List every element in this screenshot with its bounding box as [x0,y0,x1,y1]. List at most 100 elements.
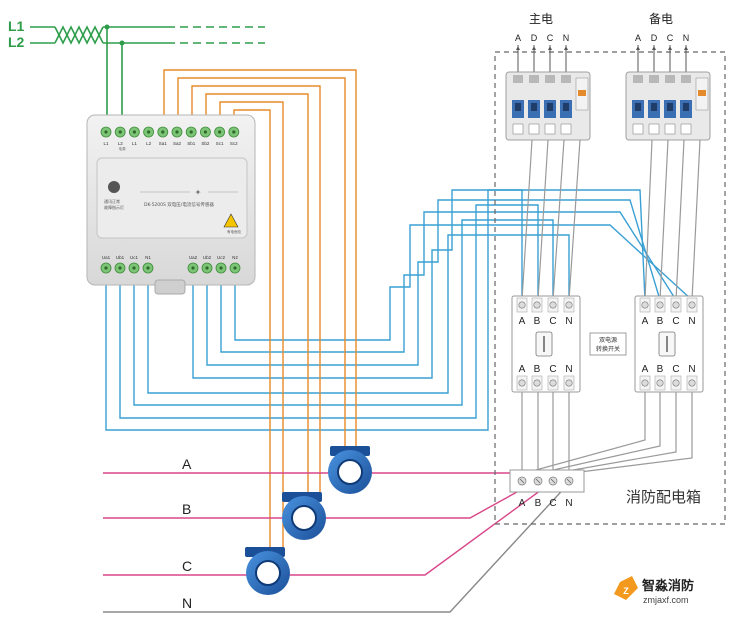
power-group-label: 电源 [119,146,126,151]
ats-top-label: B [534,316,541,327]
phase-lines [103,472,571,613]
watermark: Z 智淼消防 zmjaxf.com [614,576,694,605]
sensor-top-terminal: L2 [143,126,155,146]
ats-top-label: N [565,316,572,327]
sensor-bottom-terminal: Ua1 [100,255,112,274]
sensor-top-terminals: L1 L2 L1 L2 Sa1 Sa2 Sb1 Sb2 Sc1 Sc2 [100,126,240,146]
ats-top-label: C [672,316,679,327]
ats-label-box [589,332,627,356]
sensor-bottom-terminal-label: Ub1 [116,255,125,260]
supply-lines: L1 L2 [8,18,265,128]
backup-breaker-label: 备电 [649,12,673,26]
busbar-label: B [535,498,542,509]
ats-bottom-label: N [688,364,695,375]
current-transformer-c [245,547,290,595]
busbar-label: A [519,498,526,509]
sensor-top-terminal: Sc2 [228,126,240,146]
ats-bottom-label: C [672,364,679,375]
sensor-top-terminal: Sb1 [185,126,197,146]
sensor-top-terminal-label: Sa1 [159,141,168,146]
ats-top-label: A [642,316,649,327]
sensor-bottom-terminal-label: Uc1 [130,255,138,260]
l2-label: L2 [8,34,25,50]
breaker-terminal-label: A [635,33,641,43]
panel-text-1: 通讯正常 [104,198,120,204]
ats-bottom-label: C [549,364,556,375]
sensor-bottom-terminal-label: N1 [145,255,151,260]
sensor-top-terminal-label: Sb1 [187,141,196,146]
main-breaker-label: 主电 [529,12,553,26]
breaker-terminal-label: N [563,33,570,43]
busbar-label: N [565,498,572,509]
sensor-bottom-terminal: Uc1 [128,255,140,274]
status-led-icon [108,181,120,193]
box-title: 消防配电箱 [626,488,701,506]
ats-top-label: B [657,316,664,327]
warning-icon [223,213,239,228]
breaker-output-wires [521,139,701,301]
ats-bottom-label: B [657,364,664,375]
sensor-bottom-terminal-label: Uc2 [217,255,225,260]
sensor-top-terminal-label: Sc2 [230,141,238,146]
ats-top-label: A [519,316,526,327]
ats-bottom-label: B [534,364,541,375]
ats-bottom-label: N [565,364,572,375]
sensor-top-terminal-label: L2 [146,141,152,146]
sensor-top-terminal-label: Sc1 [216,141,224,146]
sensor-top-terminal: Sa1 [157,126,169,146]
breaker-terminal-label: A [515,33,521,43]
test-button-icon [578,90,586,96]
breaker-terminal-label: N [683,33,690,43]
ats-top-label: C [549,316,556,327]
voltage-wires [105,189,693,431]
phase-a-label: A [182,456,192,472]
warning-text: 有电危险 [227,229,241,234]
l1-label: L1 [8,18,25,34]
sensor-bottom-terminal-label: Ub2 [203,255,212,260]
phase-c-label: C [182,558,192,574]
sensor-top-terminal-label: Sa2 [173,141,182,146]
breaker-terminal-label: D [531,33,538,43]
sensor-bottom-terminal: N2 [229,255,241,274]
sensor-bottom-terminal: Ub2 [201,255,213,274]
sensor-top-terminal-label: L1 [103,141,109,146]
brand-mark-icon: ✦ [195,188,202,197]
sensor-bottom-terminal-label: Ua1 [102,255,111,260]
sensor-top-terminal-label: L2 [118,141,124,146]
sensor-bottom-terminal: N1 [142,255,154,274]
sensor-bottom-terminal: Ub1 [114,255,126,274]
ats-label-line2: 转换开关 [596,345,620,353]
sensor-bottom-terminal: Ua2 [187,255,199,274]
sensor-bottom-terminal: Uc2 [215,255,227,274]
sensor-bottom-terminals: Ua1 Ub1 Uc1 N1 Ua2 Ub2 Uc2 N2 [100,255,241,274]
sensor-bottom-terminal-label: Ua2 [189,255,198,260]
sensor-top-terminal: Sc1 [214,126,226,146]
breaker-terminal-label: D [651,33,658,43]
watermark-name: 智淼消防 [642,578,694,594]
sensor-top-terminal: Sb2 [199,126,211,146]
sensor-top-terminal: L2 [114,126,126,146]
ats-label-line1: 双电源 [599,336,617,344]
ats-bottom-label: A [642,364,649,375]
logo-icon [614,576,638,600]
busbar-label: C [549,498,556,509]
watermark-url: zmjaxf.com [643,595,689,605]
sensor-model: DK-5200S 双电压/电流信号传感器 [144,201,214,208]
phase-b-label: B [182,501,191,517]
current-transformer-b [282,492,326,540]
test-button-icon [698,90,706,96]
sensor-top-terminal-label: Sb2 [201,141,210,146]
sensor-top-terminal: L1 [100,126,112,146]
panel-text-2: 故障指示灯 [104,204,124,210]
ats-top-label: N [688,316,695,327]
sensor-module: 通讯正常 故障指示灯 ✦ DK-5200S 双电压/电流信号传感器 有电危险 电… [86,114,256,295]
sensor-top-terminal-label: L1 [132,141,138,146]
phase-n-label: N [182,595,192,611]
ats-bottom-label: A [519,364,526,375]
